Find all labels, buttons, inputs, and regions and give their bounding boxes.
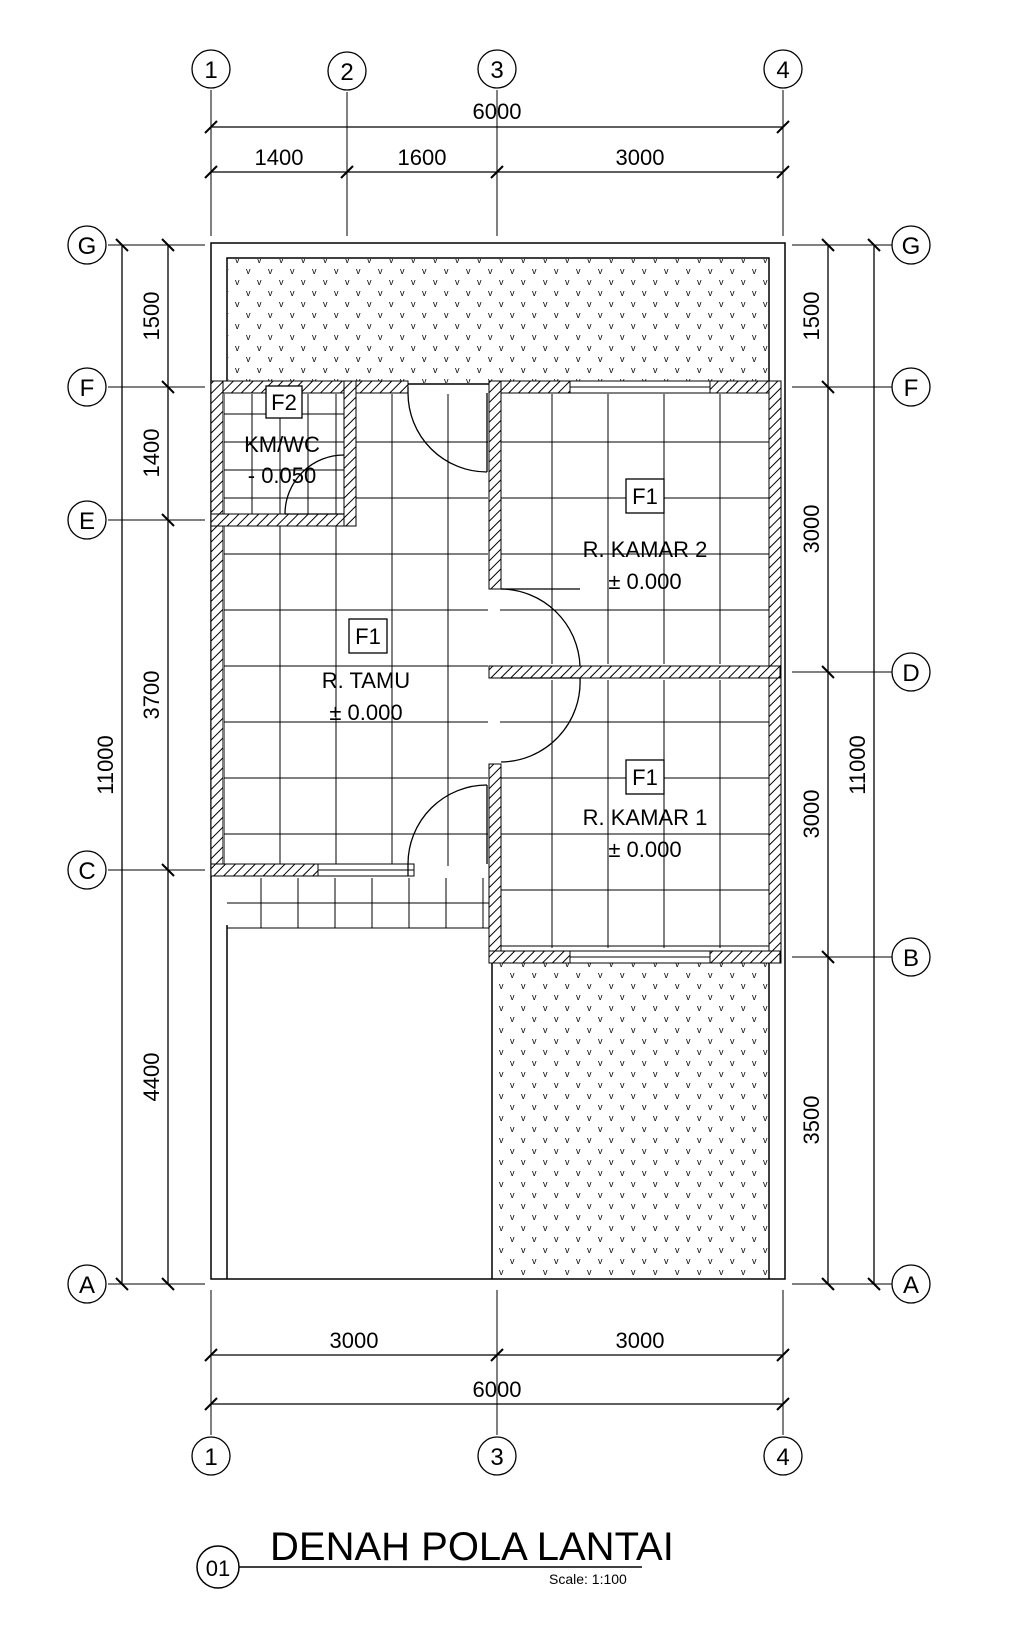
grid-label-bottom-1: 1 [204,1444,217,1471]
grid-bubble-right-d [891,652,931,692]
grid-label-top-1: 1 [204,57,217,84]
grid-bubble-left-a [67,1264,107,1304]
grid-label-top-2: 2 [340,59,353,86]
grid-bubble-right-b [891,937,931,977]
dim-right-total: 11000 [845,735,870,795]
room-name-tamu: R. TAMU [322,668,410,693]
grid-bubble-right-g [891,225,931,265]
room-name-kamar-1: R. KAMAR 1 [583,805,708,830]
grid-bubble-left-f [67,367,107,407]
grid-bubble-right-a [891,1264,931,1304]
grid-bubble-top-3 [477,49,517,89]
drawing-title: DENAH POLA LANTAI [270,1525,674,1569]
grid-label-right-d: D [902,660,919,687]
grid-label-left-a: A [79,1272,95,1299]
grid-label-left-c: C [78,858,95,885]
room-name-kmwc: KM/WC [244,432,320,457]
grid-label-bottom-4: 4 [776,1444,789,1471]
grid-label-left-g: G [78,233,97,260]
tag-kmwc: F2 [271,390,297,415]
tiles-terrace [227,878,492,928]
grid-bubble-top-4 [763,49,803,89]
drawing-scale: Scale: 1:100 [549,1571,627,1587]
dim-top-1400: 1400 [255,145,304,170]
dimension-ticks [115,120,881,1411]
dim-left-1500: 1500 [139,292,164,341]
windows [317,380,711,964]
grid-bubble-left-g [67,225,107,265]
dim-left-4400: 4400 [139,1053,164,1102]
grid-label-right-a: A [903,1272,919,1299]
doors [284,387,581,876]
grid-bubble-bottom-1 [191,1436,231,1476]
tiles-ruang-tamu [224,526,488,866]
dim-left-1400: 1400 [139,429,164,478]
grid-bubble-left-c [67,850,107,890]
walls [210,380,782,964]
tag-kamar-1: F1 [632,765,658,790]
garden-front [228,259,768,383]
room-level-kamar-2: ± 0.000 [608,569,681,594]
room-level-kmwc: - 0.050 [248,463,317,488]
dim-top-total: 6000 [473,99,522,124]
title-number: 01 [206,1556,230,1581]
grid-label-left-f: F [80,375,95,402]
dim-bottom-total: 6000 [473,1377,522,1402]
tiles-kamar-1 [500,680,770,948]
dim-left-3700: 3700 [139,671,164,720]
grid-bubble-top-2 [327,51,367,91]
grid-lines [108,90,892,1435]
grid-label-left-e: E [79,508,95,535]
dim-bottom-3000-right: 3000 [616,1328,665,1353]
grid-label-right-g: G [902,233,921,260]
dim-right-3000-upper: 3000 [799,505,824,554]
grid-bubble-bottom-4 [763,1436,803,1476]
dim-left-total: 11000 [93,735,118,795]
grid-bubble-left-e [67,500,107,540]
tag-box-kamar-1 [625,759,665,795]
grid-label-right-f: F [904,375,919,402]
room-level-tamu: ± 0.000 [329,700,402,725]
tag-kamar-2: F1 [632,484,658,509]
dim-right-3500: 3500 [799,1096,824,1145]
tag-box-kamar-2 [625,478,665,514]
tag-tamu: F1 [355,624,381,649]
dim-right-1500: 1500 [799,292,824,341]
garden-back [492,962,768,1278]
dim-top-3000: 3000 [616,145,665,170]
dim-bottom-3000-left: 3000 [330,1328,379,1353]
grid-label-top-4: 4 [776,57,789,84]
grid-label-right-b: B [903,945,919,972]
grid-bubble-right-f [891,367,931,407]
grid-label-top-3: 3 [490,57,503,84]
tag-box-tamu [348,618,388,654]
grid-bubble-bottom-3 [477,1436,517,1476]
tag-box-kmwc [265,385,303,419]
tiles-kamar-2 [500,394,770,664]
room-level-kamar-1: ± 0.000 [608,837,681,862]
dim-top-1600: 1600 [398,145,447,170]
dim-right-3000-lower: 3000 [799,790,824,839]
tiles-tamu-upper [356,394,488,526]
room-name-kamar-2: R. KAMAR 2 [583,537,708,562]
grid-label-bottom-3: 3 [490,1444,503,1471]
grid-bubble-top-1 [191,49,231,89]
